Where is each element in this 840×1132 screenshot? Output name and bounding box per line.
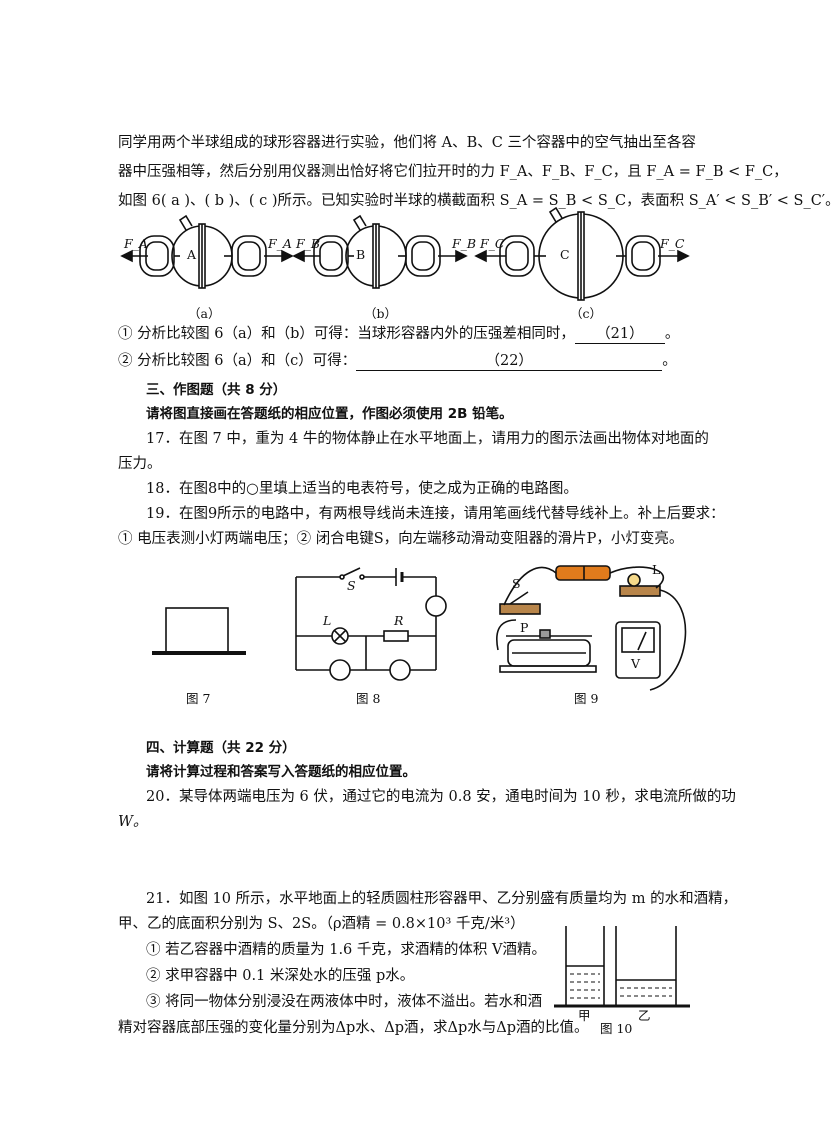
q21-item-1: ① 若乙容器中酒精的质量为 1.6 千克，求酒精的体积 V酒精。 (146, 942, 546, 958)
fig8-label-r: R (394, 613, 404, 628)
q18: 18．在图8中的○里填上适当的电表符号，使之成为正确的电路图。 (146, 481, 578, 497)
caption-c: （c） (570, 306, 603, 321)
fig7-caption: 图 7 (186, 691, 211, 706)
sphere-a (120, 214, 294, 289)
fig10-label-yi: 乙 (638, 1008, 651, 1023)
force-fb-left: F_B (296, 236, 321, 251)
fig7-block (152, 607, 246, 655)
fig9-caption: 图 9 (574, 691, 599, 706)
section-4-title: 四、计算题（共 22 分） (146, 740, 296, 756)
q17-line-1: 17．在图 7 中，重为 4 牛的物体静止在水平地面上，请用力的图示法画出物体对… (146, 431, 709, 447)
intro-line-1: 同学用两个半球组成的球形容器进行实验，他们将 A、B、C 三个容器中的空气抽出至… (118, 135, 696, 151)
fig9-label-v: V (631, 656, 641, 671)
fig9-apparatus (496, 565, 687, 691)
force-fc-left: F_C (480, 236, 505, 251)
section-3-instruction: 请将图直接画在答题纸的相应位置，作图必须使用 2B 铅笔。 (146, 406, 513, 422)
fig9-label-p: P (520, 620, 529, 635)
figure-10 (554, 926, 690, 1008)
sphere-b (292, 214, 468, 289)
analysis-item-1: ① 分析比较图 6（a）和（b）可得：当球形容器内外的压强差相同时，（21）。 (118, 322, 679, 344)
q21-item-3-line-2: 精对容器底部压强的变化量分别为Δp水、Δp酒，求Δp水与Δp酒的比值。 (118, 1020, 589, 1036)
blank-22: （22） (356, 349, 663, 371)
sphere-c (474, 206, 690, 301)
force-fb-right: F_B (452, 236, 477, 251)
figure-6 (120, 206, 690, 301)
force-fa-left: F_A (124, 236, 148, 251)
fig10-caption: 图 10 (600, 1021, 633, 1036)
q21-item-3-line-1: ③ 将同一物体分别浸没在两液体中时，液体不溢出。若水和酒 (146, 994, 543, 1010)
q17-line-2: 压力。 (118, 456, 162, 472)
sphere-c-label: C (560, 247, 570, 262)
analysis-item-2: ② 分析比较图 6（a）和（c）可得：（22）。 (118, 349, 677, 371)
q19-line-1: 19．在图9所示的电路中，有两根导线尚未连接，请用笔画线代替导线补上。补上后要求… (146, 506, 725, 522)
q21-line-1: 21．如图 10 所示，水平地面上的轻质圆柱形容器甲、乙分别盛有质量均为 m 的… (146, 891, 738, 907)
q20-line-1: 20．某导体两端电压为 6 伏，通过它的电流为 0.8 安，通电时间为 10 秒… (146, 789, 736, 805)
q20-line-2: W。 (118, 814, 148, 830)
fig10-label-jia: 甲 (578, 1008, 591, 1023)
figures-7-8-9 (152, 565, 687, 691)
intro-line-2: 器中压强相等，然后分别用仪器测出恰好将它们拉开时的力 F_A、F_B、F_C，且… (118, 164, 788, 180)
fig8-label-l: L (323, 613, 332, 628)
fig8-circuit (295, 567, 447, 681)
fig8-label-s: S (347, 578, 356, 593)
caption-b: （b） (364, 306, 398, 321)
section-3-title: 三、作图题（共 8 分） (146, 382, 287, 398)
fig9-label-l: L (652, 562, 661, 577)
caption-a: （a） (188, 306, 221, 321)
intro-line-3: 如图 6( a )、( b )、( c )所示。已知实验时半球的横截面积 S_A… (118, 193, 840, 209)
sphere-a-label: A (187, 247, 197, 262)
q19-line-2: ① 电压表测小灯两端电压；② 闭合电键S，向左端移动滑动变阻器的滑片P，小灯变亮… (118, 531, 684, 547)
q21-item-2: ② 求甲容器中 0.1 米深处水的压强 p水。 (146, 968, 415, 984)
section-4-instruction: 请将计算过程和答案写入答题纸的相应位置。 (146, 764, 416, 780)
sphere-b-label: B (356, 247, 366, 262)
force-fa-right: F_A (268, 236, 292, 251)
fig9-label-s: S (512, 576, 521, 591)
force-fc-right: F_C (660, 236, 685, 251)
fig8-caption: 图 8 (356, 691, 381, 706)
blank-21: （21） (574, 322, 665, 344)
q21-line-2: 甲、乙的底面积分别为 S、2S。（ρ酒精 = 0.8×10³ 千克/米³） (118, 916, 525, 932)
